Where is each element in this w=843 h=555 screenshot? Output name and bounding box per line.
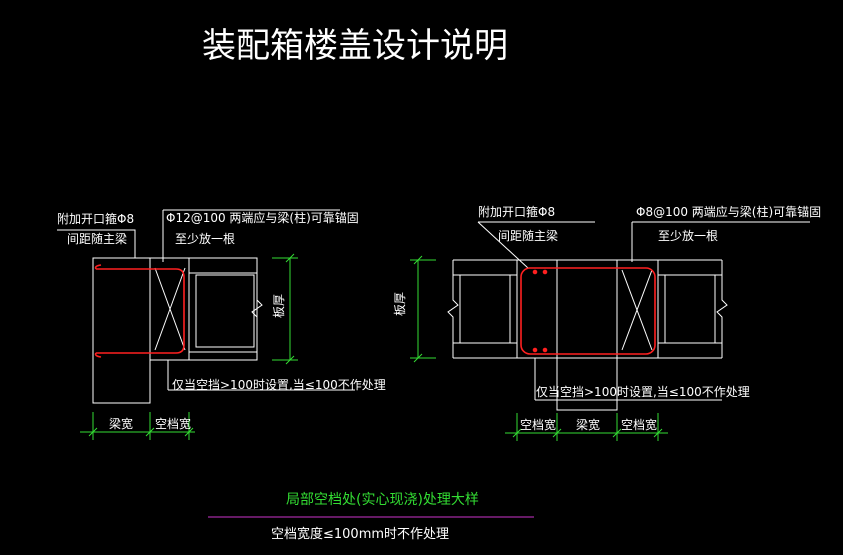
right-left-box	[459, 274, 511, 344]
left-beam-outline	[92, 257, 151, 404]
drawing-title: 装配箱楼盖设计说明	[202, 26, 508, 66]
right-detail	[447, 221, 810, 411]
right-top-note-2: 至少放一根	[658, 228, 718, 243]
left-break-line	[251, 258, 263, 360]
right-dim-label-3: 空档宽	[621, 417, 657, 432]
right-rebar-note-1: 附加开口箍Φ8	[478, 204, 555, 219]
right-top-note-1: Φ8@100 两端应与梁(柱)可靠锚固	[636, 204, 821, 219]
left-rebar	[94, 264, 185, 358]
left-box-cavity	[195, 274, 255, 348]
left-dimension-bottom	[80, 412, 195, 440]
right-dim-label-1: 空档宽	[520, 417, 556, 432]
right-gap-right	[616, 259, 659, 359]
left-rebar-note-2: 间距随主梁	[67, 231, 127, 246]
left-rebar-note-1: 附加开口箍Φ8	[57, 211, 134, 226]
right-dim-label-2: 梁宽	[576, 417, 600, 432]
footnote: 空档宽度≤100mm时不作处理	[271, 526, 449, 542]
right-rebar-note-2: 间距随主梁	[498, 228, 558, 243]
right-side-label: 板厚	[393, 292, 407, 316]
right-bottom-note: 仅当空挡>100时设置,当≤100不作处理	[536, 385, 750, 399]
left-bottom-note: 仅当空挡>100时设置,当≤100不作处理	[172, 378, 386, 392]
left-top-note-1: Φ12@100 两端应与梁(柱)可靠锚固	[166, 210, 359, 225]
left-top-note-2: 至少放一根	[175, 231, 235, 246]
left-side-label: 板厚	[272, 294, 286, 318]
right-rebar	[520, 267, 656, 355]
right-gap-left	[516, 259, 558, 359]
right-dimension-thickness	[410, 255, 436, 363]
left-dimension-thickness	[272, 253, 298, 365]
left-dim-label-1: 梁宽	[109, 416, 133, 431]
right-right-box	[664, 274, 716, 344]
left-leader-1	[57, 229, 136, 258]
caption: 局部空档处(实心现浇)处理大样	[286, 492, 479, 508]
left-dim-label-2: 空档宽	[155, 416, 191, 431]
right-dimension-bottom	[505, 413, 668, 441]
left-detail	[57, 209, 355, 404]
